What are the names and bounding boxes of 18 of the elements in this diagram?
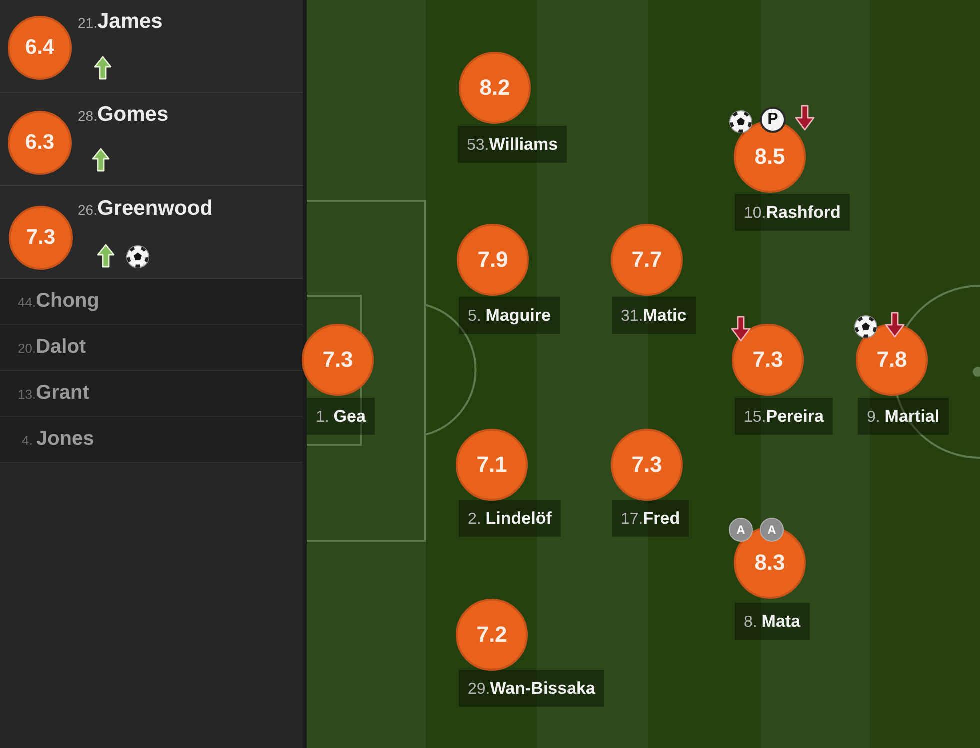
player-name-label: 15.Pereira xyxy=(735,398,833,435)
player-name-label: 9. Martial xyxy=(858,398,949,435)
player-name-label: 8. Mata xyxy=(735,603,810,640)
player-name: 20.Dalot xyxy=(18,335,86,360)
player-name-label: 31.Matic xyxy=(612,297,696,334)
player-name-label: 2. Lindelöf xyxy=(459,500,561,537)
player-name: 44.Chong xyxy=(18,289,100,314)
player-name-label: 5. Maguire xyxy=(459,297,560,334)
player-name-label: 17.Fred xyxy=(612,500,690,537)
player-name: 4. Jones xyxy=(22,427,94,452)
player-name: 26.Greenwood xyxy=(78,196,213,222)
player-name-label: 1. Gea xyxy=(307,398,375,435)
player-name: 21.James xyxy=(78,9,163,35)
player-name-label: 10.Rashford xyxy=(735,194,850,231)
player-name: 13.Grant xyxy=(18,381,90,406)
player-name-label: 29.Wan-Bissaka xyxy=(459,670,604,707)
player-name-label: 53.Williams xyxy=(458,126,568,163)
player-name: 28.Gomes xyxy=(78,102,169,128)
